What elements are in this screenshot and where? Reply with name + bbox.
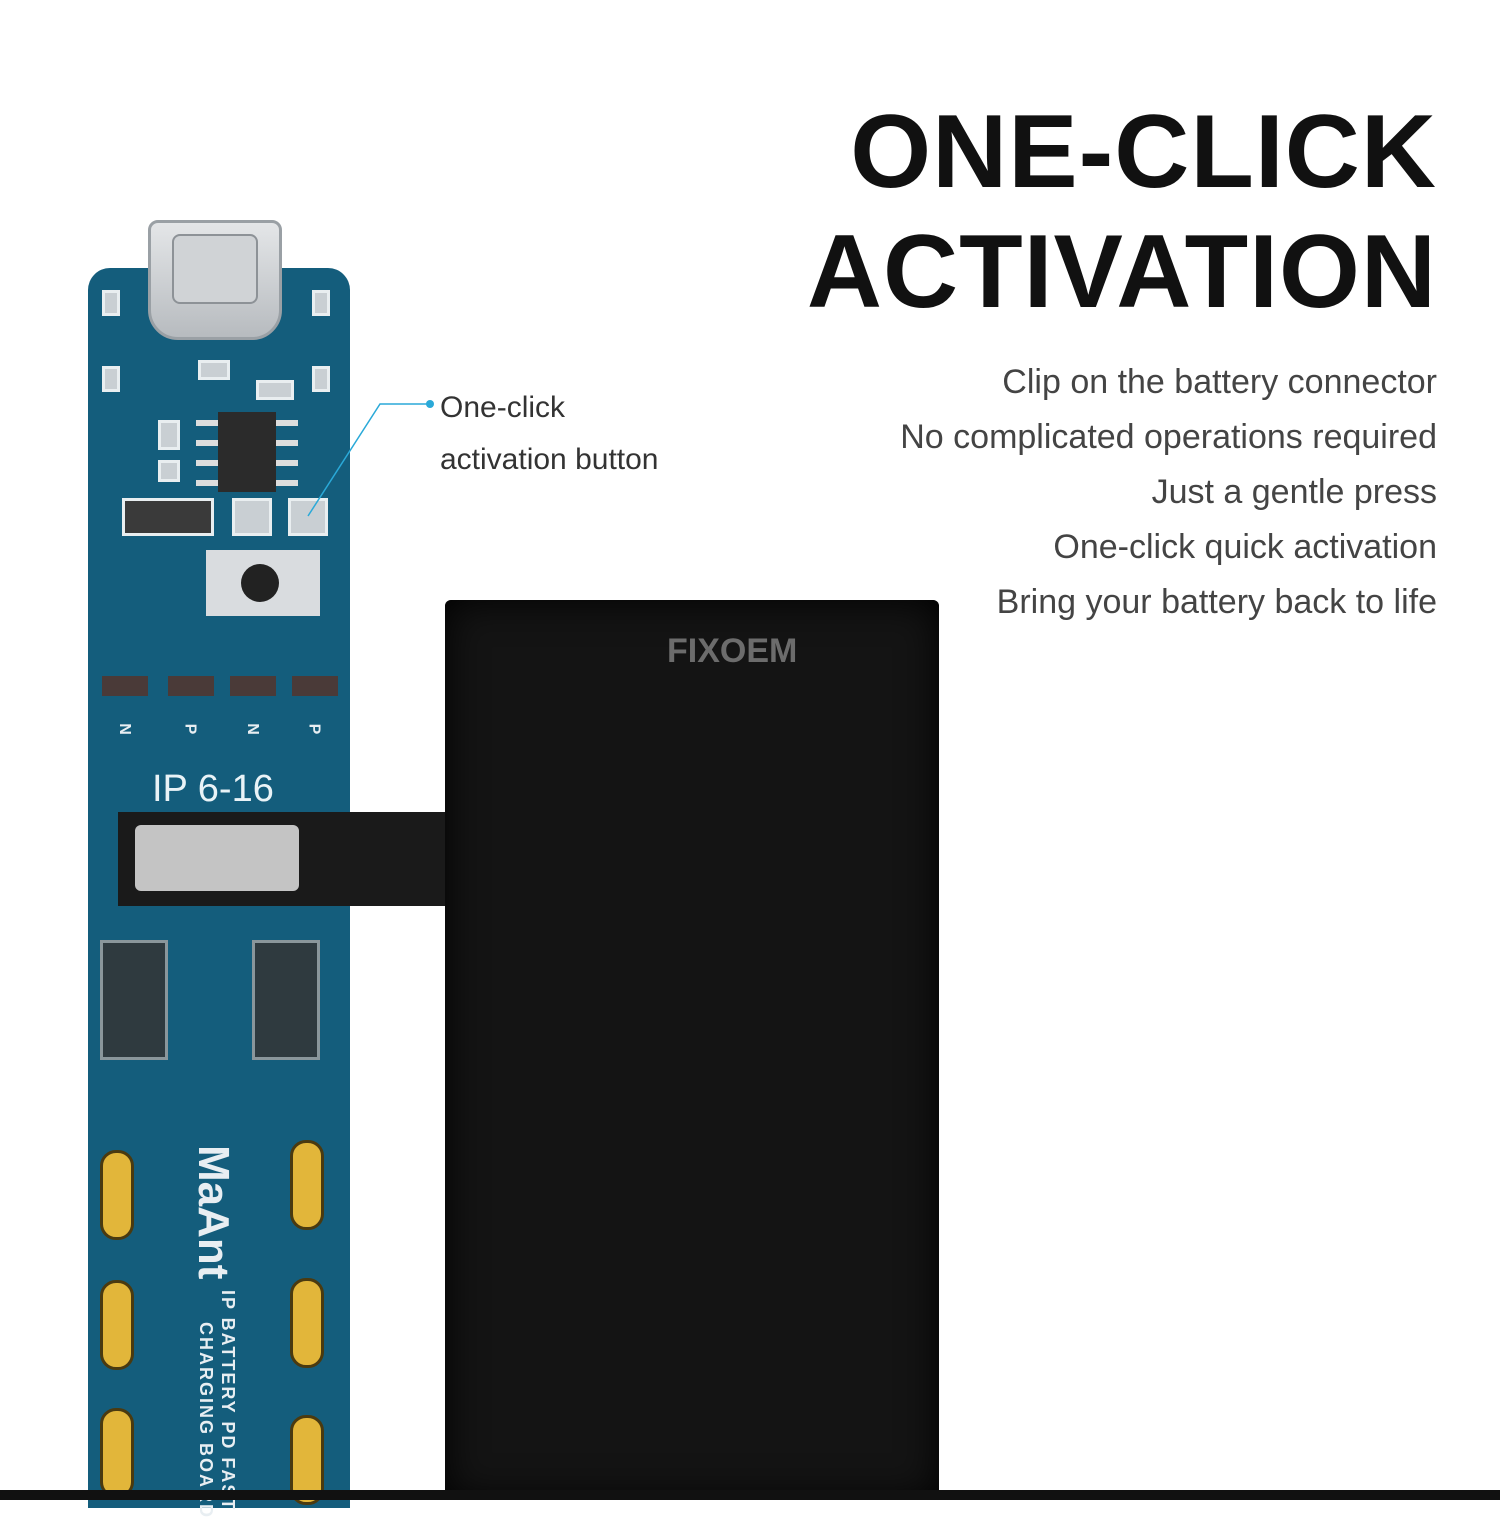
connector-pad xyxy=(100,1408,134,1498)
chip-pin xyxy=(196,440,218,446)
ic-chip xyxy=(218,412,276,492)
feature-4: One-click quick activation xyxy=(1053,528,1437,566)
chip-pin xyxy=(276,460,298,466)
smd-pad xyxy=(312,366,330,392)
transistor xyxy=(292,676,338,696)
battery-connector-socket xyxy=(100,940,168,1060)
transistor xyxy=(168,676,214,696)
transistor-label: N xyxy=(115,723,133,735)
smd-pad xyxy=(158,460,180,482)
smd-pad xyxy=(158,420,180,450)
callout-dot xyxy=(426,400,434,408)
callout-line1: One-click xyxy=(440,391,566,424)
smd-pad xyxy=(256,380,294,400)
smd-component xyxy=(122,498,214,536)
board-model-label: IP 6-16 xyxy=(152,768,274,810)
transistor-label: P xyxy=(181,723,199,735)
chip-pin xyxy=(196,460,218,466)
feature-1: Clip on the battery connector xyxy=(1002,363,1437,401)
feature-5: Bring your battery back to life xyxy=(996,583,1437,621)
feature-2: No complicated operations required xyxy=(900,418,1437,456)
chip-pin xyxy=(276,480,298,486)
smd-pad xyxy=(198,360,230,380)
usb-c-port-inner xyxy=(172,234,258,304)
smd-pad xyxy=(102,366,120,392)
transistor xyxy=(230,676,276,696)
board-name-line1: IP BATTERY PD FAST xyxy=(218,1290,238,1512)
headline-line1: ONE-CLICK xyxy=(850,94,1437,210)
smd-pad xyxy=(288,498,328,536)
smd-pad xyxy=(312,290,330,316)
transistor-label: N xyxy=(243,723,261,735)
brand-logo: MaAnt xyxy=(189,1145,238,1280)
chip-pin xyxy=(196,480,218,486)
connector-pad xyxy=(100,1150,134,1240)
battery xyxy=(445,600,939,1500)
callout-line xyxy=(307,403,430,517)
battery-connector-socket xyxy=(252,940,320,1060)
smd-pad xyxy=(102,290,120,316)
connector-pad xyxy=(290,1140,324,1230)
chip-pin xyxy=(276,420,298,426)
feature-3: Just a gentle press xyxy=(1151,473,1437,511)
connector-pad xyxy=(290,1278,324,1368)
activation-button-cap[interactable] xyxy=(241,564,279,602)
bottom-border xyxy=(0,1490,1500,1500)
chip-pin xyxy=(276,440,298,446)
headline-line2: ACTIVATION xyxy=(806,214,1437,330)
connector-pad xyxy=(100,1280,134,1370)
watermark: FIXOEM xyxy=(667,632,798,670)
smd-pad xyxy=(232,498,272,536)
flex-sticker xyxy=(135,825,299,891)
callout-line2: activation button xyxy=(440,443,659,476)
transistor xyxy=(102,676,148,696)
chip-pin xyxy=(196,420,218,426)
transistor-label: P xyxy=(305,723,323,735)
